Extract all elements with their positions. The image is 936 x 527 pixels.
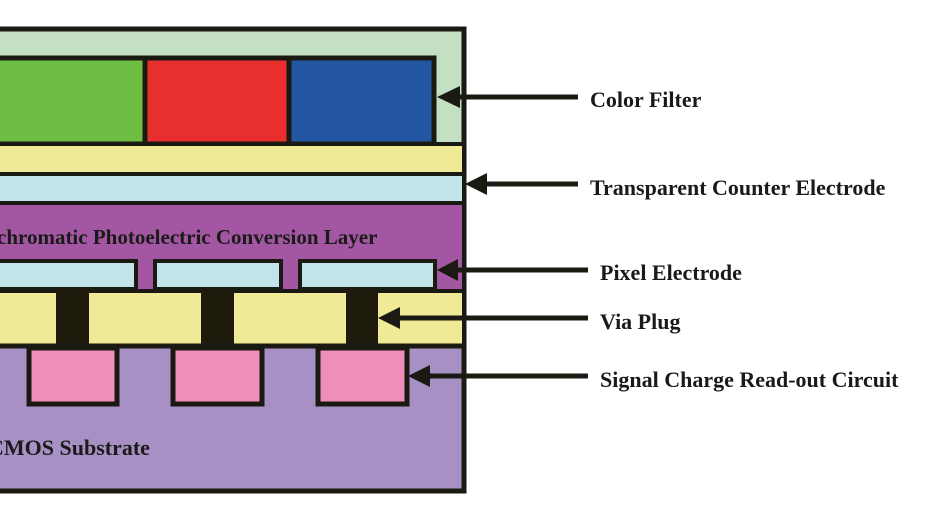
label-readout: Signal Charge Read-out Circuit bbox=[600, 367, 899, 392]
via-plug-2 bbox=[201, 289, 234, 346]
via-plug-3 bbox=[346, 289, 378, 346]
arrow-color-filter bbox=[437, 86, 578, 108]
passivation-layer bbox=[0, 142, 466, 176]
readout-circuit-2 bbox=[170, 345, 265, 407]
arrow-via-plug bbox=[378, 307, 588, 329]
color-filter-red bbox=[142, 55, 292, 147]
arrow-pixel-electrode bbox=[437, 259, 588, 281]
readout-circuit-1 bbox=[26, 345, 120, 407]
label-via-plug: Via Plug bbox=[600, 309, 680, 334]
color-filter-blue bbox=[286, 55, 437, 147]
arrow-readout bbox=[408, 365, 588, 387]
label-counter-electrode: Transparent Counter Electrode bbox=[590, 175, 886, 200]
via-plug-1 bbox=[56, 289, 89, 346]
photoelectric-layer-label: Panchromatic Photoelectric Conversion La… bbox=[0, 225, 377, 249]
arrow-counter-electrode bbox=[465, 173, 578, 195]
label-color-filter: Color Filter bbox=[590, 87, 702, 112]
cmos-substrate-label: CMOS Substrate bbox=[0, 435, 150, 460]
color-filter-green bbox=[0, 55, 148, 147]
pixel-electrode-3 bbox=[298, 259, 437, 291]
counter-electrode-layer bbox=[0, 172, 466, 205]
readout-circuit-3 bbox=[315, 345, 410, 407]
pixel-electrode-1 bbox=[0, 259, 138, 291]
pixel-electrode-2 bbox=[153, 259, 283, 291]
label-pixel-electrode: Pixel Electrode bbox=[600, 260, 742, 285]
